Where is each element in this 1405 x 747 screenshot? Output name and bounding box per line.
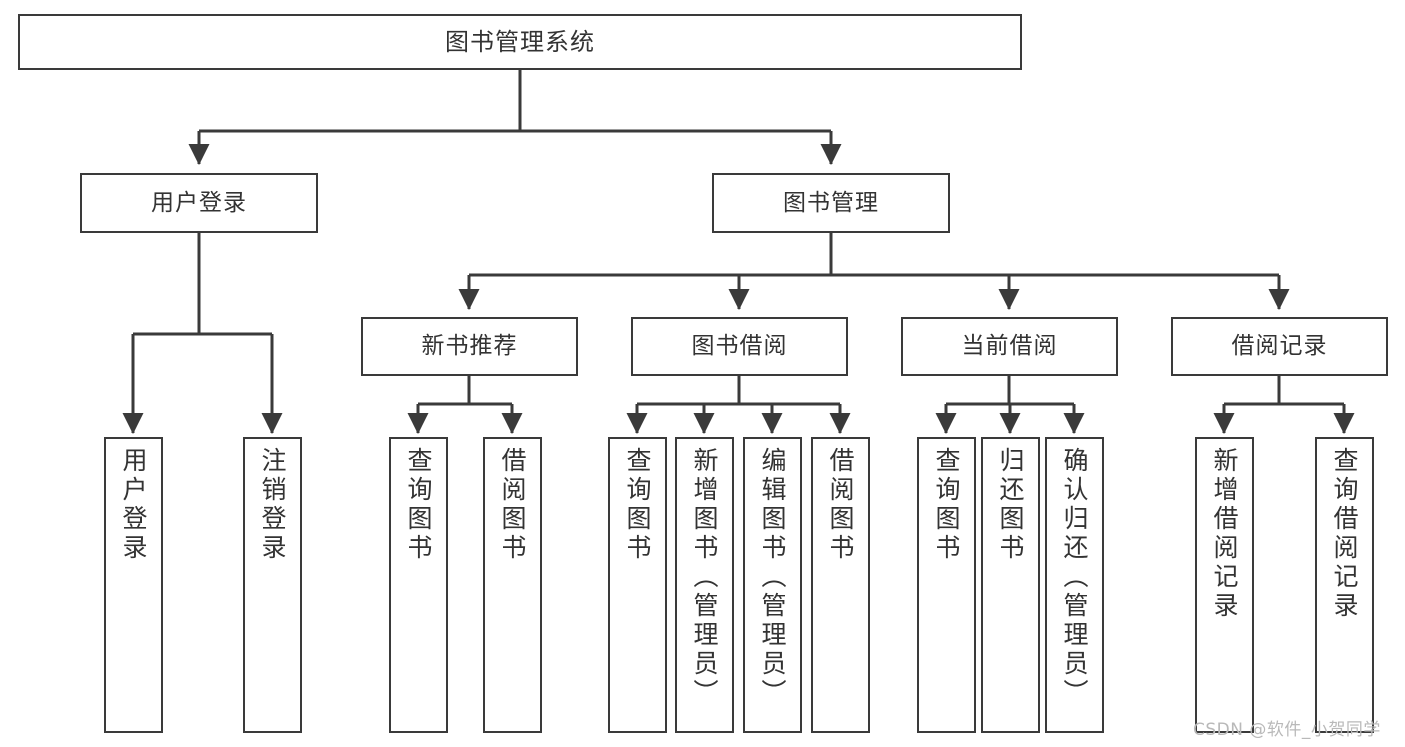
node-label: 归还图书	[996, 447, 1025, 563]
node-label: 借阅图书	[498, 447, 527, 563]
node-label: 新增图书（管理员）	[690, 447, 719, 708]
leaf-edit-book-admin[interactable]: 编辑图书（管理员）	[743, 437, 802, 733]
node-label: 编辑图书（管理员）	[758, 447, 787, 708]
node-label: 用户登录	[151, 189, 247, 216]
node-label: 新书推荐	[421, 333, 518, 359]
node-label: 新增借阅记录	[1210, 447, 1239, 621]
node-label: 借阅图书	[826, 447, 855, 563]
node-label: 查询图书	[623, 447, 652, 563]
node-label: 注销登录	[258, 447, 287, 563]
node-label: 查询图书	[932, 447, 961, 563]
node-book-management[interactable]: 图书管理	[712, 173, 950, 233]
leaf-user-login[interactable]: 用户登录	[104, 437, 163, 733]
node-label: 借阅记录	[1231, 333, 1328, 359]
node-label: 确认归还（管理员）	[1060, 447, 1089, 708]
leaf-add-book-admin[interactable]: 新增图书（管理员）	[675, 437, 734, 733]
leaf-query-book-borrow[interactable]: 查询图书	[608, 437, 667, 733]
node-current-borrow[interactable]: 当前借阅	[901, 317, 1118, 376]
node-new-book-recommend[interactable]: 新书推荐	[361, 317, 578, 376]
node-label: 图书管理系统	[445, 28, 595, 56]
leaf-borrow-book[interactable]: 借阅图书	[811, 437, 870, 733]
node-borrow-record[interactable]: 借阅记录	[1171, 317, 1388, 376]
node-user-login[interactable]: 用户登录	[80, 173, 318, 233]
node-label: 查询图书	[404, 447, 433, 563]
node-label: 图书借阅	[691, 333, 788, 359]
node-root-book-management-system[interactable]: 图书管理系统	[18, 14, 1022, 70]
leaf-add-borrow-record[interactable]: 新增借阅记录	[1195, 437, 1254, 733]
leaf-borrow-book-recommend[interactable]: 借阅图书	[483, 437, 542, 733]
leaf-query-book-current[interactable]: 查询图书	[917, 437, 976, 733]
leaf-query-borrow-record[interactable]: 查询借阅记录	[1315, 437, 1374, 733]
node-label: 图书管理	[783, 189, 879, 216]
node-book-borrow[interactable]: 图书借阅	[631, 317, 848, 376]
leaf-return-book[interactable]: 归还图书	[981, 437, 1040, 733]
watermark: CSDN @软件_小贺同学	[1193, 720, 1381, 740]
node-label: 查询借阅记录	[1330, 447, 1359, 621]
leaf-logout[interactable]: 注销登录	[243, 437, 302, 733]
leaf-confirm-return-admin[interactable]: 确认归还（管理员）	[1045, 437, 1104, 733]
node-label: 用户登录	[119, 447, 148, 563]
node-label: 当前借阅	[961, 333, 1058, 359]
leaf-query-book-recommend[interactable]: 查询图书	[389, 437, 448, 733]
